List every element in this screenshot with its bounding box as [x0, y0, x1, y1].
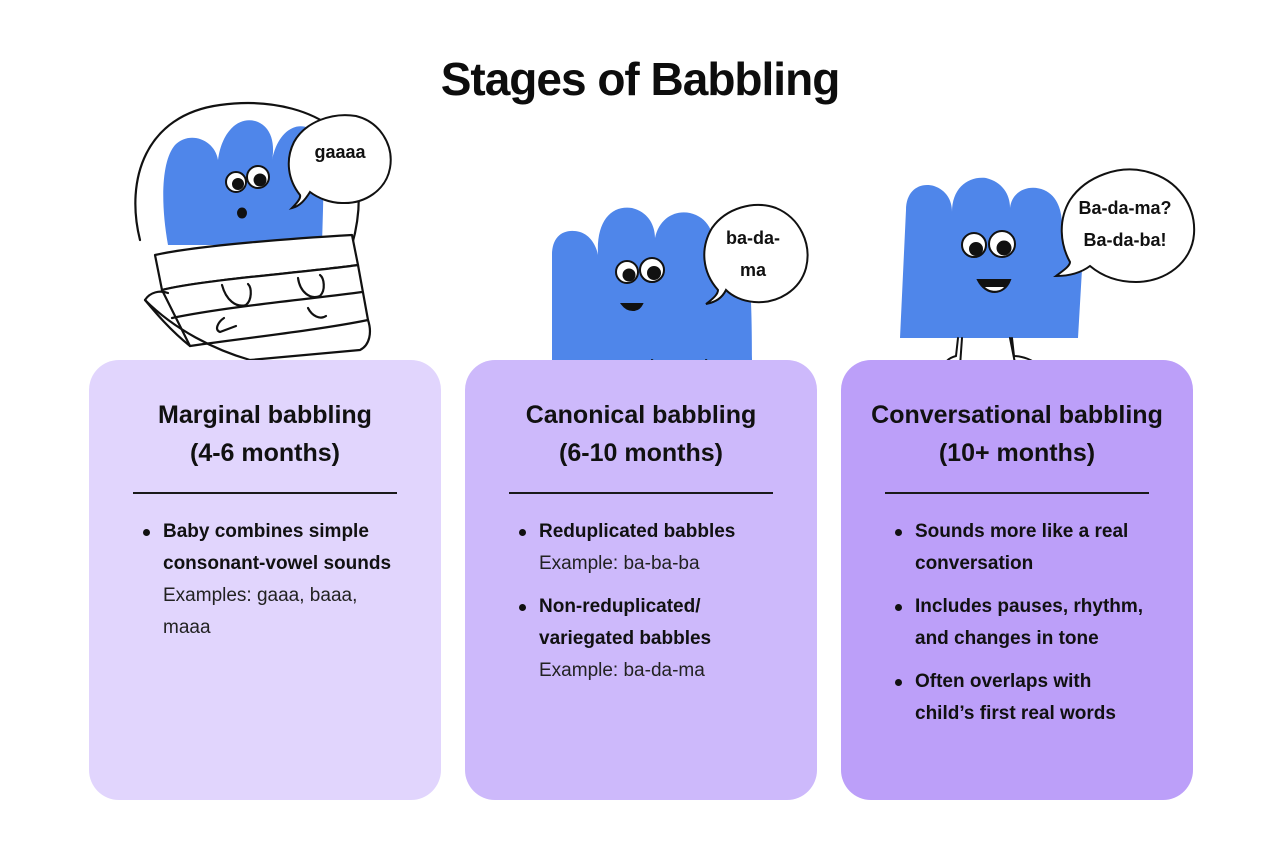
stage-card-conversational: Conversational babbling (10+ months) Sou… — [841, 360, 1193, 800]
card-title: Canonical babbling (6-10 months) — [505, 396, 777, 472]
page-title: Stages of Babbling — [440, 53, 841, 105]
character-1-face — [225, 165, 270, 219]
bullet-example: Example: ba-ba-ba — [539, 553, 700, 574]
bullet-item: Often overlaps with child’s first real w… — [895, 666, 1153, 730]
bullet-text: Includes pauses, rhythm, and changes in … — [915, 596, 1144, 649]
bullet-text: Sounds more like a real conversation — [915, 521, 1129, 574]
speech-text-3-line2: Ba-da-ba! — [1083, 230, 1167, 250]
baby-character-3 — [900, 177, 1084, 338]
bullet-item: Non-reduplicated/ variegated babbles Exa… — [519, 591, 777, 687]
bullet-item: Baby combines simple consonant-vowel sou… — [143, 516, 401, 644]
speech-text-3: Ba-da-ma? Ba-da-ba! — [1060, 192, 1190, 256]
card-title-line2: (10+ months) — [938, 439, 1096, 467]
stage-card-canonical: Canonical babbling (6-10 months) Redupli… — [465, 360, 817, 800]
character-2-face — [615, 257, 665, 311]
card-divider — [133, 492, 397, 494]
card-title-line1: Canonical babbling — [525, 401, 757, 429]
speech-text-1: gaaaa — [314, 142, 366, 162]
bullet-text: Baby combines simple consonant-vowel sou… — [163, 521, 392, 574]
bullet-text: Often overlaps with child’s first real w… — [915, 671, 1116, 724]
stage-card-marginal: Marginal babbling (4-6 months) Baby comb… — [89, 360, 441, 800]
bullet-list: Reduplicated babbles Example: ba-ba-ba N… — [505, 516, 777, 687]
bullet-example: Example: ba-da-ma — [539, 660, 705, 681]
speech-text-2-line1: ba-da- — [726, 228, 780, 248]
card-title-line1: Conversational babbling — [871, 401, 1163, 429]
card-divider — [509, 492, 773, 494]
bullet-item: Sounds more like a real conversation — [895, 516, 1153, 580]
card-title-line2: (6-10 months) — [559, 439, 723, 467]
bullet-item: Includes pauses, rhythm, and changes in … — [895, 591, 1153, 655]
speech-text-3-line1: Ba-da-ma? — [1078, 198, 1172, 218]
card-title-line1: Marginal babbling — [158, 401, 372, 429]
character-3-face — [961, 230, 1016, 293]
card-title: Marginal babbling (4-6 months) — [129, 396, 401, 472]
card-title: Conversational babbling (10+ months) — [859, 396, 1175, 472]
bullet-text: Non-reduplicated/ variegated babbles — [539, 596, 712, 649]
bullet-list: Sounds more like a real conversation Inc… — [881, 516, 1153, 730]
baby-chair-front — [143, 233, 371, 362]
bullet-example: Examples: gaaa, baaa, maaa — [163, 585, 358, 638]
speech-bubble-2 — [703, 203, 809, 305]
speech-bubble-1 — [287, 114, 392, 210]
bullet-list: Baby combines simple consonant-vowel sou… — [129, 516, 401, 644]
speech-text-2: ba-da- ma — [708, 222, 798, 286]
bullet-item: Reduplicated babbles Example: ba-ba-ba — [519, 516, 777, 580]
speech-bubble-3 — [1052, 168, 1196, 284]
card-divider — [885, 492, 1149, 494]
card-title-line2: (4-6 months) — [190, 439, 340, 467]
speech-text-2-line2: ma — [739, 260, 766, 280]
baby-character-2 — [552, 207, 752, 360]
bullet-text: Reduplicated babbles — [539, 521, 736, 542]
